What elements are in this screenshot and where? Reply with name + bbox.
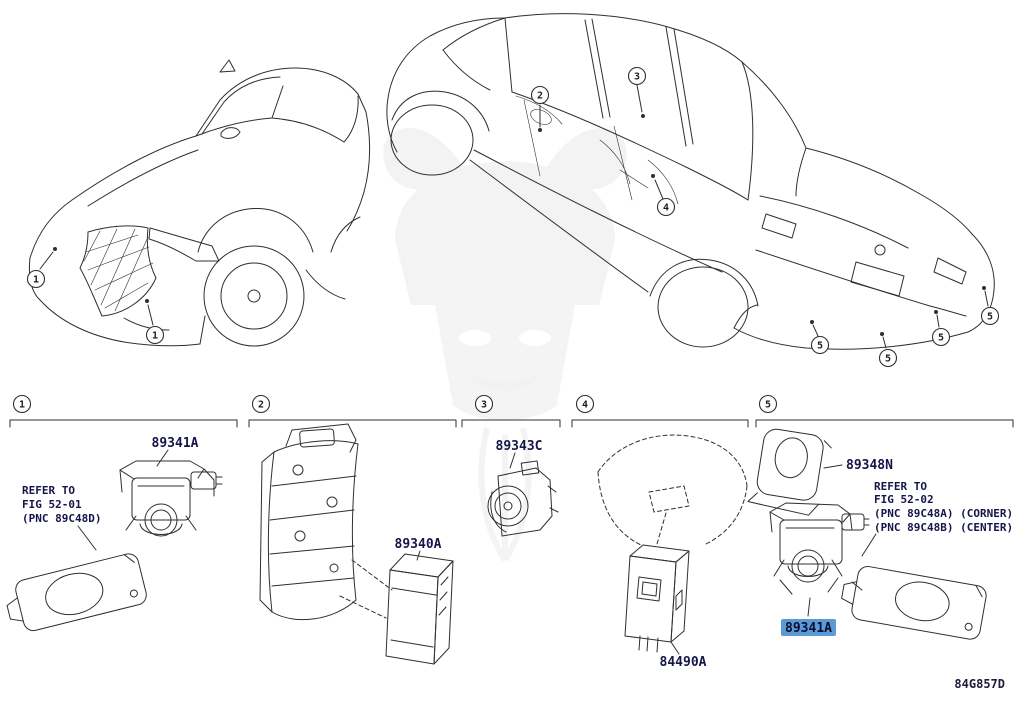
callout-number: 1: [152, 331, 158, 342]
car-rear-quarter-view: [386, 13, 995, 350]
front-wheel: [203, 245, 305, 347]
section-callout: 3: [481, 400, 487, 411]
refer-note-s1-line3: (PNC 89C48D): [22, 512, 101, 525]
callout-number: 5: [987, 312, 993, 323]
watermark-emblem: [383, 127, 627, 562]
main-switch-s4: [624, 544, 690, 655]
retainer-upper-s5: [747, 428, 832, 516]
refer-note-s5-line3: (PNC 89C48A) (CORNER): [874, 507, 1013, 520]
refer-note-s1-line1: REFER TO: [22, 484, 75, 497]
section-callout: 1: [19, 400, 25, 411]
license-plate: [850, 261, 905, 297]
steering-wheel: [530, 109, 552, 125]
sensor-head: [144, 503, 178, 537]
callout-front-sensor-corner: 1: [26, 247, 57, 289]
sonar-ecu-s2: [385, 553, 454, 665]
callout-number: 5: [938, 333, 944, 344]
headlight: [148, 227, 220, 262]
part-label-sensor-selected[interactable]: 89341A: [785, 621, 832, 636]
callout-number: 1: [33, 275, 39, 286]
part-label-ecu-s2[interactable]: 89340A: [395, 537, 442, 552]
selected-part-highlight[interactable]: 89341A: [781, 619, 836, 636]
callout-front-sensor-center: 1: [145, 299, 165, 345]
section-2-header: 2: [248, 394, 457, 428]
rear-wheel: [657, 266, 749, 348]
diagram-code: 84G857D: [954, 677, 1005, 691]
grille-mesh: [83, 228, 154, 312]
callout-number: 5: [817, 341, 823, 352]
section-callout: 5: [765, 400, 771, 411]
sensor-head: [791, 549, 825, 583]
part-label-sensor-s1[interactable]: 89341A: [152, 436, 199, 451]
tail-light-right: [933, 257, 967, 285]
refer-note-s5-line4: (PNC 89C48B) (CENTER): [874, 521, 1013, 534]
callout-main-switch: 4: [651, 174, 676, 217]
sensor-s3: [487, 460, 559, 537]
section-3-header: 3: [461, 394, 561, 428]
callout-rear-sensor-1: 5: [810, 320, 830, 355]
mounting-bracket-s2: [259, 423, 393, 621]
car-front-quarter-view: [28, 59, 370, 347]
part-label-retainer-s5[interactable]: 89348N: [846, 458, 893, 473]
part-label-sensor-s3[interactable]: 89343C: [496, 439, 543, 454]
section-callout: 2: [258, 400, 264, 411]
callout-rear-sensor-2: 5: [878, 332, 898, 368]
connector: [841, 513, 865, 531]
callout-number: 3: [634, 72, 640, 83]
refer-note-s5-line1: REFER TO: [874, 480, 927, 493]
callout-rear-sensor-3: 5: [931, 310, 951, 347]
part-label-switch-s4[interactable]: 84490A: [660, 655, 707, 670]
section-4-header: 4: [571, 394, 749, 428]
callout-number: 2: [537, 91, 543, 102]
tail-light-left: [761, 213, 797, 239]
emblem: [874, 244, 886, 256]
section-callout: 4: [582, 400, 588, 411]
callout-number: 4: [663, 203, 669, 214]
callout-rear-sensor-4: 5: [980, 286, 1000, 326]
callout-sensor-ecu: 3: [627, 66, 647, 118]
console-outline-s4: [597, 434, 748, 546]
callout-number: 5: [885, 354, 891, 365]
front-wheel: [390, 104, 474, 176]
retainer-s1: [6, 553, 147, 632]
sensor-assembly-s5: [769, 502, 870, 595]
side-mirror: [220, 127, 241, 139]
section-5-header: 5: [755, 394, 1014, 428]
refer-note-s1-line2: FIG 52-01: [22, 498, 82, 511]
spindle-grille: [79, 225, 157, 317]
connector: [190, 471, 217, 490]
callout-buzzer: 2: [530, 85, 550, 132]
sensor-assembly-s1: [119, 460, 223, 537]
section-1-header: 1: [9, 394, 238, 428]
refer-note-s5-line2: FIG 52-02: [874, 493, 934, 506]
retainer-lower-s5: [841, 566, 987, 640]
